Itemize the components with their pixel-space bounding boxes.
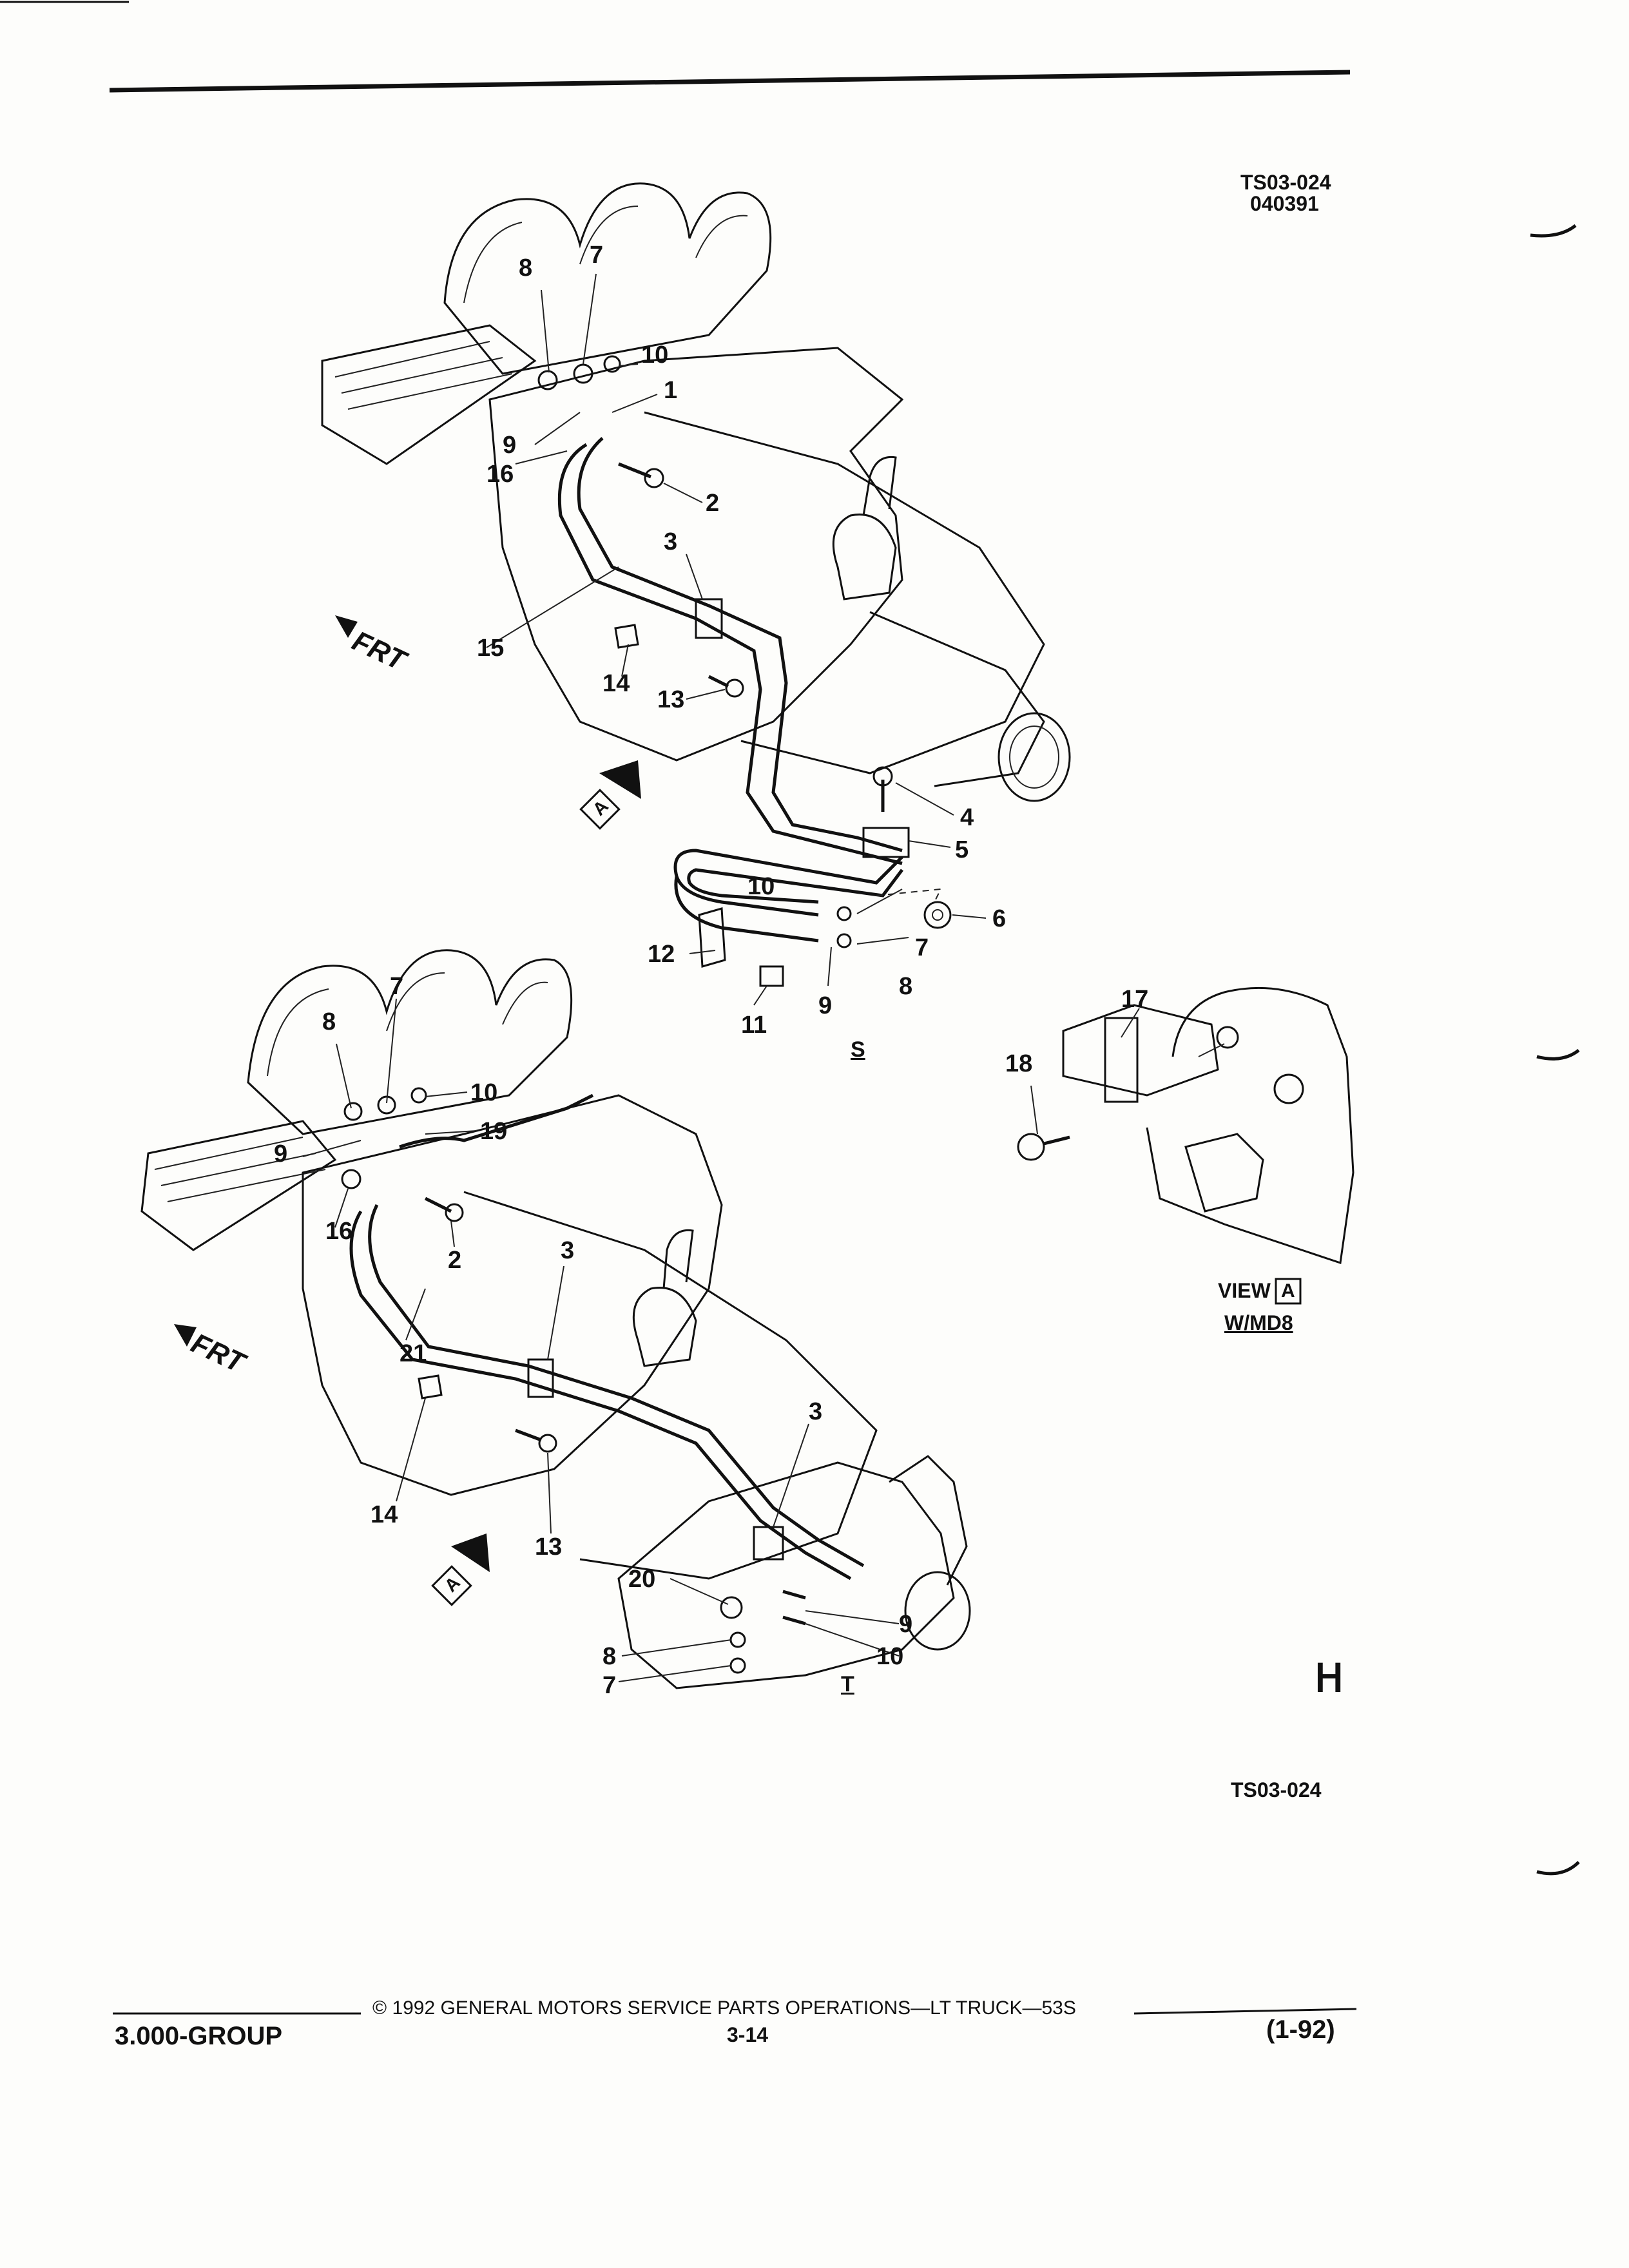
callout: 6 <box>992 905 1007 932</box>
callout: 20 <box>628 1566 656 1593</box>
callout: 7 <box>390 973 404 1000</box>
view-a-arrow-t <box>431 1533 490 1606</box>
callout: 2 <box>448 1247 462 1274</box>
view-a-illustration <box>1017 986 1354 1264</box>
diagram-t-illustration <box>140 949 971 1689</box>
figure-code-bottom: TS03-024 <box>1231 1778 1322 1802</box>
view-a-arrow-s <box>579 760 641 830</box>
scan-mark <box>1536 1049 1580 1061</box>
figure-code-top: TS03-024 <box>1240 171 1331 194</box>
footer-revision: (1-92) <box>1266 2015 1335 2044</box>
callout: 2 <box>706 490 720 517</box>
frt-arrow-t <box>174 1324 197 1347</box>
callout: 3 <box>664 528 678 555</box>
callout: 3 <box>809 1398 823 1425</box>
callout: 4 <box>960 804 974 831</box>
callout: 14 <box>371 1501 398 1528</box>
scan-mark <box>1536 1861 1580 1876</box>
callout: 9 <box>818 992 833 1019</box>
footer-rule-right <box>1133 2008 1357 2015</box>
callout: 21 <box>400 1340 427 1367</box>
view-a-title: VIEW <box>1218 1279 1271 1302</box>
publisher-logo-icon: ᕼ <box>1315 1657 1344 1700</box>
callout: 16 <box>325 1218 353 1245</box>
callout: 13 <box>657 686 685 713</box>
callout: 5 <box>955 836 969 863</box>
view-a-label-box <box>1275 1278 1302 1305</box>
callout: 8 <box>899 973 913 1000</box>
callout: 7 <box>915 934 929 961</box>
callout: 15 <box>477 635 505 662</box>
footer-copyright: © 1992 GENERAL MOTORS SERVICE PARTS OPER… <box>372 1997 1076 2019</box>
frt-arrow-s <box>335 615 358 638</box>
callout: 18 <box>1005 1050 1033 1077</box>
callout: 9 <box>899 1611 913 1638</box>
callout: 3 <box>561 1237 575 1264</box>
callout: 8 <box>602 1643 617 1670</box>
figure-date-code: 040391 <box>1250 192 1319 215</box>
callout: 8 <box>519 255 533 282</box>
callout: 16 <box>487 461 514 488</box>
callout: 8 <box>322 1008 336 1035</box>
callout: 10 <box>876 1643 904 1670</box>
diagram-s-illustration <box>321 182 1071 1006</box>
callout: 10 <box>747 873 775 900</box>
callout: 13 <box>535 1533 563 1561</box>
callout: 7 <box>602 1672 617 1699</box>
callout: 7 <box>590 242 604 269</box>
callout: 19 <box>480 1118 508 1145</box>
callout: 1 <box>664 377 678 404</box>
footer-page-number: 3-14 <box>727 2023 769 2046</box>
header-rule <box>109 70 1351 93</box>
callout: 11 <box>741 1012 767 1039</box>
callout: 9 <box>274 1140 288 1168</box>
diagram-t-label: T <box>841 1672 854 1696</box>
footer-group: 3.000-GROUP <box>115 2022 283 2050</box>
scan-mark <box>1530 224 1577 238</box>
view-a-marker: A <box>1281 1280 1295 1302</box>
callout: 17 <box>1121 986 1149 1013</box>
callout: 10 <box>641 341 669 369</box>
callout: 12 <box>648 941 675 968</box>
callout: 9 <box>503 432 517 459</box>
view-a-subtitle: W/MD8 <box>1224 1311 1293 1334</box>
callout: 14 <box>602 670 630 697</box>
callout: 10 <box>470 1079 498 1106</box>
diagram-s-label: S <box>851 1037 865 1062</box>
